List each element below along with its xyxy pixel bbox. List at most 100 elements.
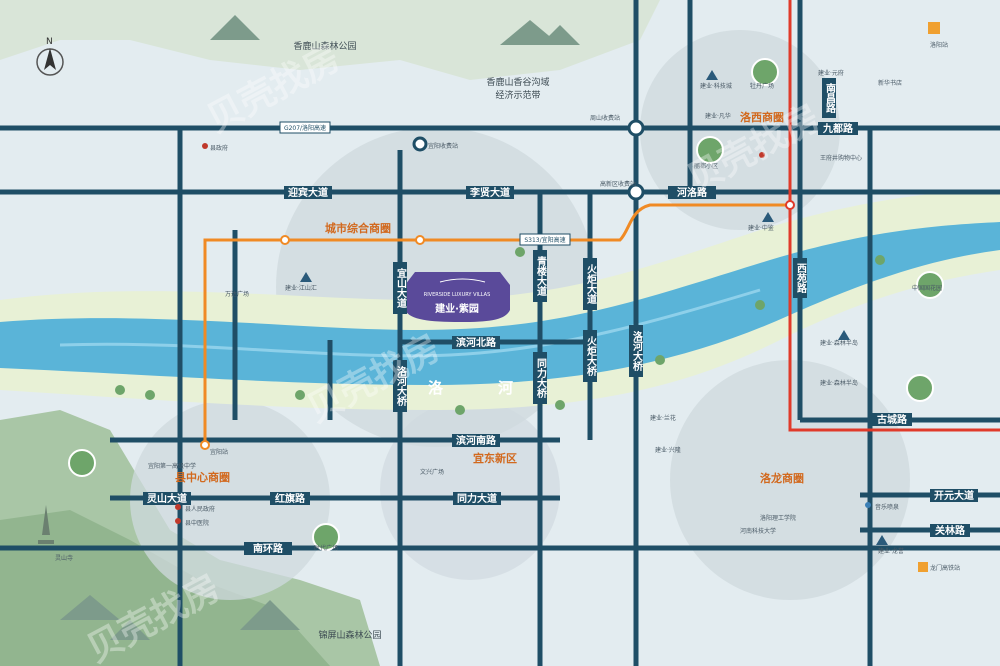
pagoda-icon (38, 505, 54, 544)
svg-text:洛河大桥: 洛河大桥 (395, 365, 407, 407)
station-yiyang: 宜阳站 (210, 448, 228, 456)
poi-jianye-zhongjian: 建业·中鉴 (748, 224, 774, 232)
station-gaoxin: 高新区收费站 (600, 180, 636, 188)
interchange-gaoxin (627, 183, 645, 201)
road-label-huoju: 火炬大道 (583, 258, 597, 310)
river-char-1: 洛 (428, 379, 444, 397)
poi-yishan-temple: 灵山寺 (55, 554, 73, 562)
hospital-marker-icon (175, 518, 181, 524)
zone-city-complex: 城市综合商圈 (325, 221, 391, 235)
mountain-icon (500, 20, 560, 45)
poi-jianye-yuanfu: 建业·元府 (818, 69, 844, 77)
river-char-2: 河 (498, 379, 513, 397)
metro-line-red (788, 0, 1000, 432)
mountain-icon (540, 25, 580, 45)
svg-text:S313/宜阳高速: S313/宜阳高速 (524, 236, 565, 244)
poi-jianye-keji: 建业·科技城 (700, 82, 732, 90)
poi-middle-school: 宜阳第一高级中学 (148, 462, 196, 470)
mountain-icon (210, 15, 260, 40)
svg-text:河洛路: 河洛路 (677, 186, 708, 199)
park-icon-zhongguo (916, 271, 944, 299)
road-label-huoju-bridge: 火炬大桥 (583, 330, 597, 382)
zone-luoxi: 洛西商圈 (740, 110, 784, 124)
svg-text:关林路: 关林路 (935, 524, 966, 537)
jianye-marker-icon (706, 70, 718, 80)
tree-icon (145, 390, 155, 400)
road-label-guanlin: 关林路 (930, 524, 970, 537)
poi-zhongguo-museum: 中国国花园 (912, 284, 942, 292)
zone-circle-yidong (380, 400, 560, 580)
tree-icon (515, 247, 525, 257)
svg-text:G207/洛阳高速: G207/洛阳高速 (284, 124, 326, 132)
poi-wanda: 万达广场 (225, 290, 249, 298)
park-icon-times (312, 523, 340, 551)
zone-county-center: 县中心商圈 (175, 470, 230, 484)
valley-zone-line2: 经济示范带 (495, 89, 540, 101)
poi-longmen: 龙门高铁站 (930, 564, 960, 572)
interchange-yiyang (412, 136, 428, 152)
metro-station-yiyang (200, 440, 210, 450)
poi-xinhua: 新华书店 (878, 79, 902, 87)
poi-jianye-fanhua: 建业·凡华 (705, 112, 731, 120)
svg-text:九都路: 九都路 (822, 122, 854, 135)
svg-text:同力大道: 同力大道 (457, 492, 497, 505)
road-label-heluo: 河洛路 (668, 186, 716, 199)
svg-text:灵山大道: 灵山大道 (147, 492, 187, 505)
road-label-gucheng: 古城路 (872, 413, 912, 426)
svg-text:青楼大道: 青楼大道 (535, 255, 547, 297)
mountain-icon (240, 600, 300, 630)
svg-text:李贤大道: 李贤大道 (469, 186, 510, 199)
highway-shield-s313: S313/宜阳高速 (519, 233, 571, 246)
metro-station-transfer (785, 200, 795, 210)
road-label-tongli: 同力大道 (453, 492, 501, 505)
park-south-forest: 锦屏山森林公园 (318, 629, 381, 641)
road-label-jiulu: 九都路 (818, 122, 858, 135)
shopping-marker-icon (759, 152, 765, 158)
poi-jianye-xinglong: 建业·兴隆 (655, 446, 681, 454)
road-label-tongli-bridge: 同力大桥 (533, 352, 547, 404)
metro-station-1 (280, 235, 290, 245)
metro-station-2 (415, 235, 425, 245)
poi-county-gov-north: 县政府 (210, 144, 228, 152)
valley-zone-line1: 香鹿山香谷沟域 (486, 76, 549, 88)
road-label-lingshan: 灵山大道 (143, 492, 191, 505)
park-icon-lihe (696, 136, 724, 164)
poi-hospital: 县中医院 (185, 519, 209, 527)
poi-jianye-senlin: 建业·森林半岛 (820, 339, 858, 347)
road-label-nanchang: 南昌路 (822, 78, 836, 118)
metro-line-orange (203, 203, 790, 445)
mountain-icons (60, 15, 580, 640)
station-yiyang-toll: 宜阳收费站 (428, 142, 458, 150)
gov-marker-icon (202, 143, 208, 149)
poi-jianye-jiangshanhui: 建业·江山汇 (285, 284, 317, 292)
svg-text:滨河北路: 滨河北路 (456, 336, 497, 349)
jianye-marker-icon (762, 212, 774, 222)
tree-icon (655, 355, 665, 365)
river-highlight (59, 288, 761, 358)
railway-station-icon (918, 562, 928, 572)
interchange-zhoushan (627, 119, 645, 137)
tree-icon (555, 400, 565, 410)
poi-yidong-square: 文兴广场 (420, 468, 444, 476)
poi-jianye-senlinbandao: 建业·森林半岛 (820, 379, 858, 387)
jianye-marker-icon (838, 330, 850, 340)
park-icon-forest (68, 449, 96, 477)
road-label-kaiyuan: 开元大道 (930, 489, 978, 502)
tree-icons (115, 247, 885, 415)
svg-text:古城路: 古城路 (877, 413, 908, 426)
road-label-qinghe: 青楼大道 (533, 250, 547, 302)
svg-text:西苑路: 西苑路 (795, 263, 808, 294)
park-north-forest: 香鹿山森林公园 (293, 40, 356, 52)
tree-icon (875, 255, 885, 265)
jianye-marker-icon (300, 272, 312, 282)
poi-luoyang-normal: 洛阳理工学院 (760, 514, 796, 522)
svg-text:滨河南路: 滨河南路 (456, 434, 497, 447)
compass: N (36, 37, 64, 76)
railway-station-icon (928, 22, 940, 34)
poi-wangcheng: 王府井购物中心 (820, 154, 862, 162)
poi-times-square: 时代广场 (314, 544, 338, 552)
mountain-icon (60, 595, 120, 620)
svg-text:宜山大道: 宜山大道 (395, 267, 407, 309)
